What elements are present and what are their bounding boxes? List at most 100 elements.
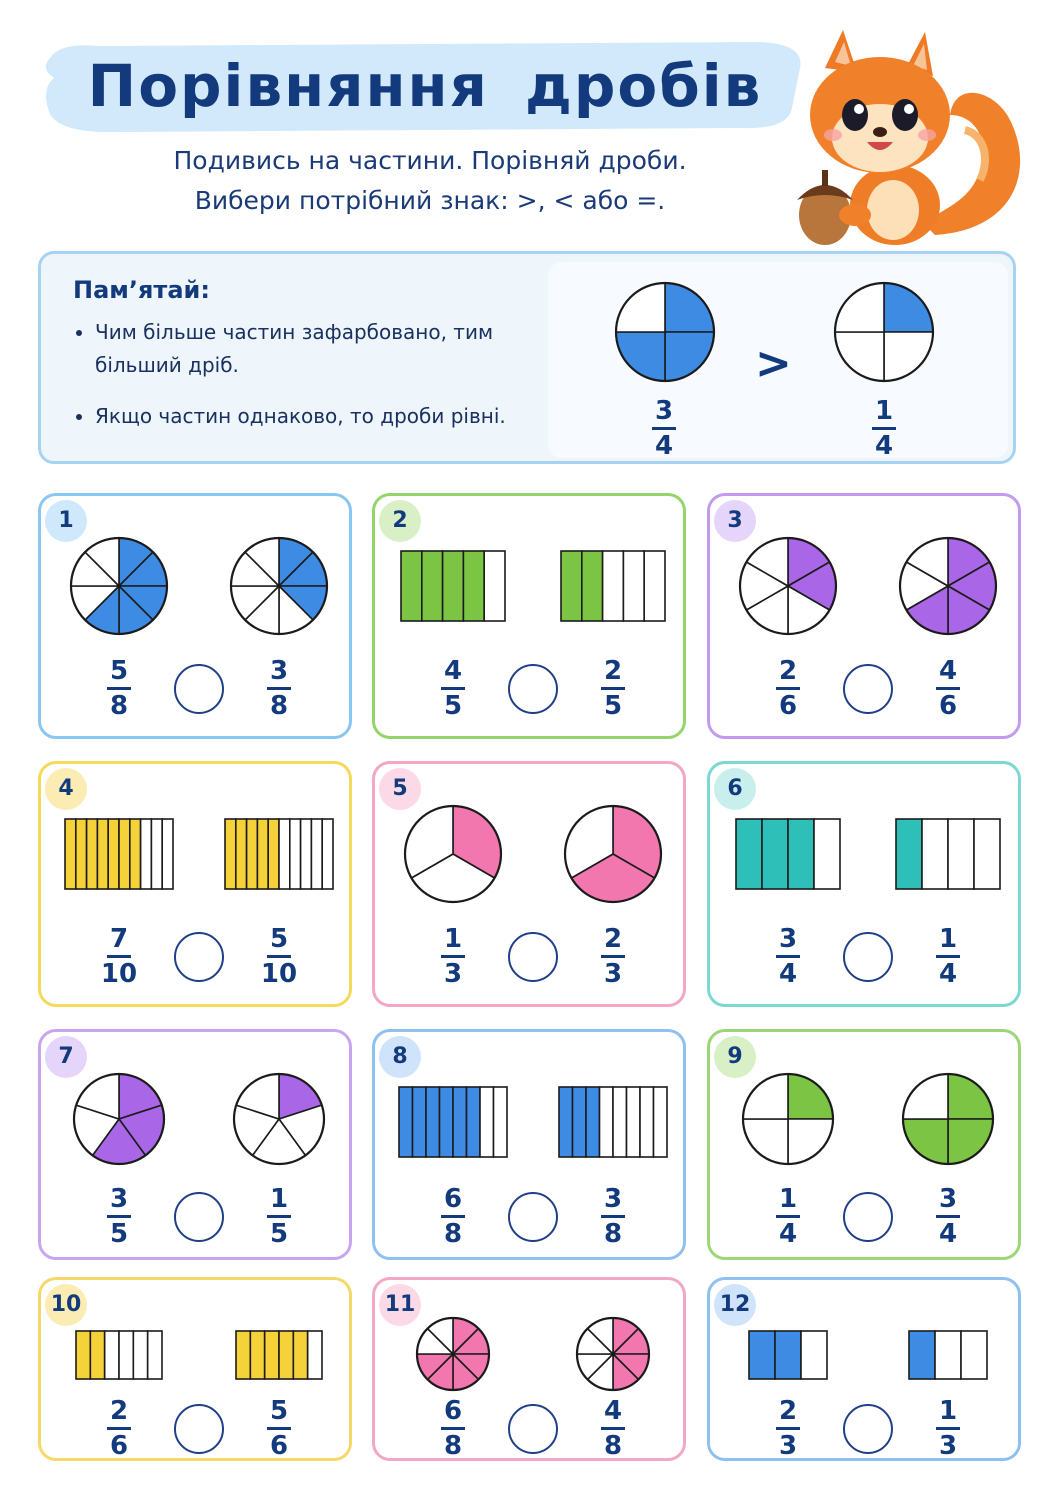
pie-outline: [563, 804, 663, 904]
bar-segment: [278, 818, 291, 890]
bar-segment: [787, 818, 815, 890]
denominator: 3: [603, 959, 623, 989]
answer-sign-circle[interactable]: [508, 1192, 558, 1242]
pie-outline: [741, 1072, 835, 1166]
fraction-model-right: [901, 1072, 995, 1166]
answer-sign-circle[interactable]: [843, 664, 893, 714]
bar-segment: [748, 1330, 776, 1380]
numerator: 1: [938, 1396, 958, 1426]
denominator: 6: [938, 691, 958, 721]
bar-segment: [425, 1086, 441, 1158]
bar-segment: [483, 550, 506, 622]
bar-segment: [560, 550, 583, 622]
denominator: 4: [778, 959, 798, 989]
bar-segment: [249, 1330, 266, 1380]
pie-outline: [901, 1072, 995, 1166]
fraction-model-left: [75, 1330, 163, 1380]
answer-sign-circle[interactable]: [174, 932, 224, 982]
answer-sign-circle[interactable]: [174, 664, 224, 714]
task-number-badge: 4: [45, 768, 87, 810]
bar-segment: [235, 1330, 252, 1380]
remember-rules: Чим більше частин зафарбовано, тим більш…: [71, 316, 565, 451]
fraction-model-right: [560, 550, 666, 622]
denominator: 4: [938, 1219, 958, 1249]
bar-segment: [643, 550, 666, 622]
bar-segment: [411, 1086, 427, 1158]
bar-segment: [452, 1086, 468, 1158]
numerator: 3: [603, 1184, 623, 1214]
numerator: 3: [778, 924, 798, 954]
numerator: 4: [603, 1396, 623, 1426]
fraction-model-left: [64, 818, 174, 890]
pie-outline: [833, 281, 935, 383]
numerator: 4: [443, 656, 463, 686]
denominator: 10: [100, 959, 138, 989]
answer-sign-circle[interactable]: [174, 1192, 224, 1242]
answer-sign-circle[interactable]: [843, 1404, 893, 1454]
numerator: 3: [269, 656, 289, 686]
bar-segment: [224, 818, 237, 890]
bar-segment: [973, 818, 1001, 890]
denominator: 4: [654, 431, 674, 461]
answer-sign-circle[interactable]: [843, 932, 893, 982]
bar-segment: [947, 818, 975, 890]
remember-example: > 3 4 1 4: [548, 262, 1008, 461]
answer-sign-circle[interactable]: [174, 1404, 224, 1454]
denominator: 10: [260, 959, 298, 989]
fraction-model-left: [398, 1086, 508, 1158]
denominator: 6: [778, 691, 798, 721]
answer-sign-circle[interactable]: [508, 1404, 558, 1454]
bar-segment: [118, 1330, 135, 1380]
task-number-badge: 3: [714, 500, 756, 542]
bar-segment: [306, 1330, 323, 1380]
denominator: 8: [603, 1431, 623, 1461]
bar-segment: [960, 1330, 988, 1380]
bar-segment: [89, 1330, 106, 1380]
pie-outline: [415, 1316, 491, 1392]
denominator: 4: [938, 959, 958, 989]
bar-segment: [585, 1086, 601, 1158]
numerator: 1: [778, 1184, 798, 1214]
bar-segment: [85, 818, 99, 890]
example-right-pie: [833, 281, 935, 383]
task-number-badge: 10: [45, 1284, 87, 1326]
answer-sign-circle[interactable]: [843, 1192, 893, 1242]
bar-segment: [895, 818, 923, 890]
fraction-model-left: [415, 1316, 491, 1392]
task-number-badge: 2: [379, 500, 421, 542]
answer-sign-circle[interactable]: [508, 932, 558, 982]
pie-outline: [72, 1072, 166, 1166]
fraction-model-right: [235, 1330, 323, 1380]
denominator: 4: [874, 431, 894, 461]
bar-segment: [96, 818, 110, 890]
denominator: 5: [603, 691, 623, 721]
numerator: 2: [603, 924, 623, 954]
denominator: 8: [109, 691, 129, 721]
bar-segment: [75, 1330, 92, 1380]
fraction-model-left: [69, 536, 169, 636]
instruction-line-2: Вибери потрібний знак: >, < або =.: [194, 186, 666, 215]
fraction-model-left: [738, 536, 838, 636]
answer-sign-circle[interactable]: [508, 664, 558, 714]
bar-segment: [310, 818, 324, 890]
pie-outline: [614, 281, 716, 383]
bar-segment: [479, 1086, 495, 1158]
